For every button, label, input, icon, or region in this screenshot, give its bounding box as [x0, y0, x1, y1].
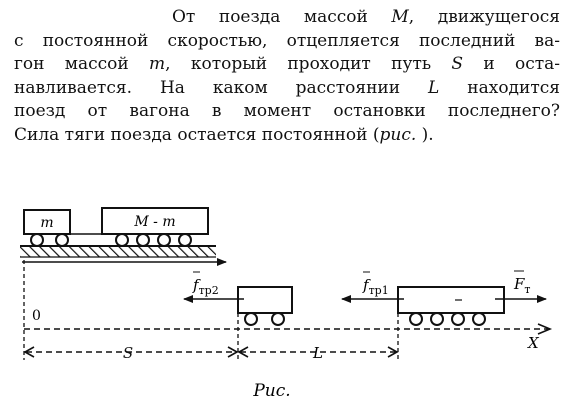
ftr2-subscript: тр2 — [199, 284, 219, 297]
text-l1b: , движущегося — [408, 7, 560, 27]
wheel — [244, 312, 258, 326]
distance-L-arrow-left — [237, 346, 249, 358]
problem-line-5: поезд от вагона в момент остановки после… — [14, 101, 560, 122]
car-Mm-label: M - m — [133, 214, 175, 230]
text-l1a: От поезда массой — [172, 7, 392, 27]
wheel — [430, 312, 444, 326]
x-axis-arrowhead — [537, 323, 553, 335]
text-l6b: ). — [416, 124, 434, 145]
train-body — [397, 286, 505, 314]
problem-text: От поезда массой M, движущегося с постоя… — [14, 6, 560, 148]
problem-line-4: навливается. На каком расстоянии L наход… — [14, 77, 560, 101]
problem-line-2: с постоянной скоростью, отцепляется посл… — [14, 30, 560, 51]
wheel — [115, 233, 129, 247]
ftr2-symbol: f — [192, 276, 201, 294]
wheel — [178, 233, 192, 247]
wheel — [55, 233, 69, 247]
car-m-bottom — [237, 286, 293, 314]
origin-label: 0 — [32, 308, 41, 324]
top-wheels — [30, 233, 192, 247]
symbol-L: L — [428, 77, 440, 98]
wheel — [30, 233, 44, 247]
symbol-M: M — [391, 7, 409, 27]
symbol-S: S — [451, 54, 464, 75]
text-l3b: , который проходит путь — [165, 54, 452, 75]
Ft-symbol: F — [513, 275, 525, 293]
ftr1-symbol: f — [362, 276, 371, 294]
Ft-subscript: т — [524, 283, 530, 296]
friction-force-2-label: fтр2 — [192, 276, 219, 297]
friction-force-1-label: fтр1 — [362, 276, 389, 297]
top-train: m M - m — [20, 207, 227, 266]
distance-L-arrow-right — [387, 346, 399, 358]
text-l3a: гон массой — [14, 54, 150, 75]
car-m-top — [23, 209, 71, 235]
symbol-m: m — [149, 54, 166, 75]
figure-caption: Рис. — [252, 381, 290, 401]
detached-car: fтр2 — [183, 271, 293, 326]
problem-line-1: От поезда массой M, движущегося — [14, 6, 560, 30]
train-wheels — [409, 312, 486, 326]
wheel — [271, 312, 285, 326]
hatched-track — [20, 246, 216, 257]
x-axis-label: X — [527, 334, 540, 352]
car-m-label: m — [40, 215, 53, 231]
distance-S-arrow-right — [227, 346, 239, 358]
distance-S-label: S — [123, 344, 133, 362]
wheel — [409, 312, 423, 326]
figure-ref: рис. — [379, 124, 417, 145]
problem-line-6: Сила тяги поезда остается постоянной (ри… — [14, 124, 560, 148]
text-l6a: Сила тяги поезда остается постоянной ( — [14, 124, 380, 145]
train-bottom: fтр1 Fт — [341, 270, 547, 326]
ftr1-subscript: тр1 — [369, 284, 389, 297]
car-Mm — [101, 207, 209, 235]
wheel — [136, 233, 150, 247]
text-l4b: находится — [439, 77, 560, 98]
text-l4a: навливается. На каком расстоянии — [14, 77, 429, 98]
distance-L-label: L — [312, 344, 323, 362]
traction-force-label: Fт — [513, 275, 531, 296]
detached-wheels — [244, 312, 285, 326]
distance-S-arrow-left — [23, 346, 35, 358]
problem-line-3: гон массой m, который проходит путь S и … — [14, 53, 560, 77]
wheel — [472, 312, 486, 326]
wheel — [157, 233, 171, 247]
wheel — [451, 312, 465, 326]
text-l3c: и оста- — [463, 54, 561, 75]
